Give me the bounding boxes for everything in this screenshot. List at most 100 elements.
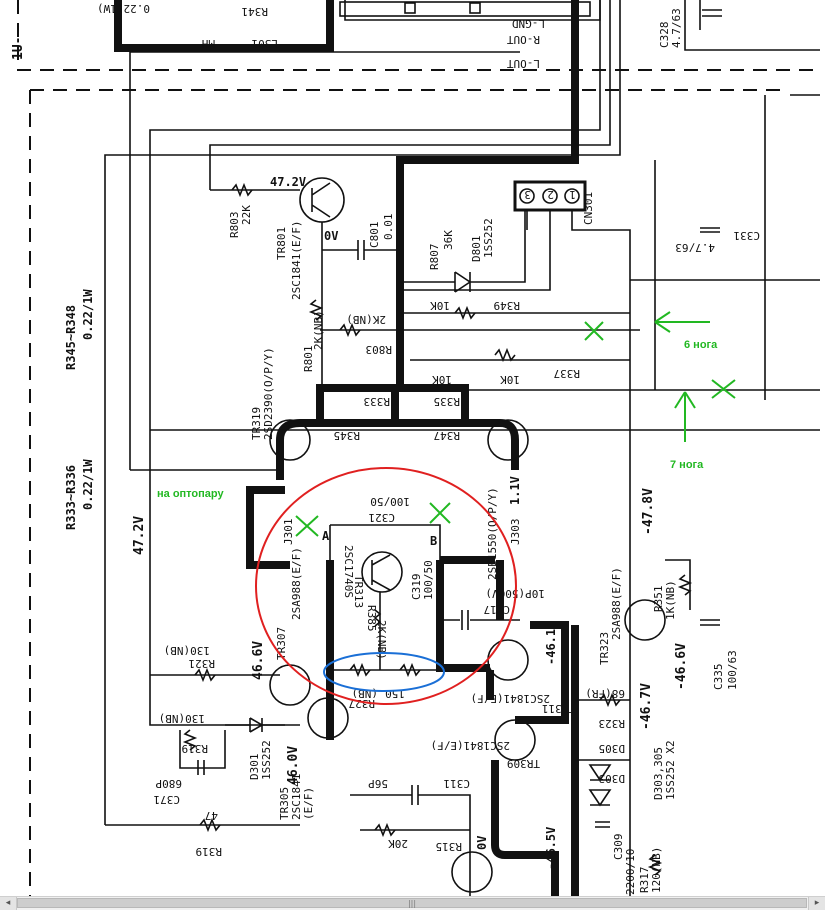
tr801-transistor — [299, 177, 345, 223]
module-outline: 1U- — [11, 0, 820, 896]
r803-value: 22K — [240, 205, 253, 225]
j301-label: J301 — [282, 519, 295, 546]
r385-label: R385 — [365, 605, 378, 632]
r317-label: R317 — [638, 867, 651, 894]
module-label: 1U- — [11, 37, 26, 60]
tr323-transistor — [624, 599, 666, 641]
top-section: 0.22(1W) R341 MH L301 L-GND R-OUT L-OUT … — [97, 0, 820, 825]
scrollbar-thumb[interactable]: ||| — [17, 898, 807, 908]
c331-value: 4.7/63 — [675, 241, 715, 254]
c309-value: 2200/10 — [624, 849, 637, 895]
c319-value: 100/50 — [422, 560, 435, 600]
input-zero-v: 0V — [475, 836, 489, 850]
c328-label: C328 — [658, 22, 671, 49]
output-section: R333 R335 R345 R347 TR319 2SD2390(O/P/Y)… — [130, 347, 820, 726]
r803-resistor — [231, 182, 253, 198]
horizontal-scrollbar[interactable]: ◂ ||| ▸ — [0, 896, 825, 910]
rail-voltage-left: 47.2V — [132, 516, 147, 555]
r807-label: R807 — [428, 244, 441, 271]
c309-label: C309 — [612, 834, 625, 861]
r335-label: R335 — [434, 395, 461, 408]
tr313-label: TR313 — [352, 575, 365, 608]
tr309-type: 2SC1841(E/F) — [431, 739, 510, 752]
tr323-voltage-b: -46.6V — [674, 643, 689, 690]
tr323-voltage-a: -46.7V — [639, 683, 654, 730]
l-out-label: L-OUT — [507, 57, 540, 70]
d303-label: D303 — [599, 772, 626, 785]
c331-label: C331 — [734, 229, 761, 242]
c371-value: 680P — [155, 777, 182, 790]
tr307-transistor — [269, 664, 311, 706]
regulator-section: R803 22K 47.2V TR801 2SC1841(E/F) 0V C80… — [210, 94, 820, 896]
scrollbar-grip-icon: ||| — [407, 899, 417, 908]
scroll-right-arrow-icon[interactable]: ▸ — [808, 897, 825, 910]
cn301-pin-2: 2 — [547, 188, 554, 201]
c311-label: C311 — [444, 777, 471, 790]
r347-label: R347 — [434, 429, 461, 442]
r803b-value: 2K(NB) — [346, 313, 386, 326]
annotation-optocoupler: на оптопару — [157, 488, 224, 500]
tr323-label: TR323 — [598, 632, 611, 665]
r807-value: 36K — [442, 230, 455, 250]
tr305-voltage: 46.0V — [286, 746, 301, 785]
cross-mark-c — [584, 321, 604, 341]
r345-label: R345 — [334, 429, 361, 442]
c801-label: C801 — [368, 222, 381, 249]
arrow-leg6 — [654, 311, 710, 333]
d-group-label: D303,305 — [652, 747, 665, 800]
cross-mark-d — [711, 379, 736, 399]
r801-resistor — [308, 299, 324, 321]
scroll-left-arrow-icon[interactable]: ◂ — [0, 897, 17, 910]
r341-label: R341 — [242, 5, 269, 18]
d301-label: D301 — [248, 754, 261, 781]
r323-value: 68(FR) — [585, 687, 625, 700]
tr313-type: 2SC1740S — [342, 545, 355, 598]
r10k-value: 10K — [432, 373, 452, 386]
c371-label: C371 — [154, 793, 181, 806]
user-annotations: на оптопару 6 нога 7 нога — [157, 311, 736, 705]
r315-value: 20K — [388, 837, 408, 850]
j303-label: J303 — [509, 519, 522, 546]
r323-label: R323 — [599, 717, 626, 730]
r341-value: 0.22(1W) — [97, 2, 150, 15]
r385-value: 2K(NB) — [375, 620, 388, 660]
d301-type: 1SS252 — [260, 740, 273, 780]
c328-value: 4.7/63 — [670, 8, 683, 48]
cross-mark-a — [295, 515, 319, 537]
tr305-label: TR305 — [278, 787, 291, 820]
d-group-type: 1SS252 X2 — [664, 740, 677, 800]
r349-label: R349 — [494, 299, 521, 312]
tr319-transistor — [269, 419, 311, 461]
green-marks — [295, 311, 736, 537]
negative-section: TR323 2SA988(E/F) R351 1K(NB) C335 100/6… — [575, 559, 739, 895]
c321-value: 100/50 — [370, 495, 410, 508]
tr307-type: 2SA988(E/F) — [290, 547, 303, 620]
c335-value: 100/63 — [726, 650, 739, 690]
rail-voltage-right: -47.8V — [641, 488, 656, 535]
l301-label: L301 — [252, 37, 279, 50]
point-b: B — [430, 534, 437, 548]
l-gnd-label: L-GND — [512, 17, 545, 30]
annotation-leg7: 7 нога — [670, 459, 704, 471]
c801-value: 0.01 — [382, 214, 395, 241]
c335-label: C335 — [712, 664, 725, 691]
cross-mark-b — [429, 502, 451, 524]
tr309-label: TR309 — [507, 757, 540, 770]
tr311-type: 2SC1841(E/F) — [471, 692, 550, 705]
c321-label: C321 — [369, 511, 396, 524]
r327-value: 150 — [385, 687, 405, 700]
res-group-b-rating: 0.22/1W — [81, 459, 95, 510]
r349-value: 10K — [430, 299, 450, 312]
r-out-label: R-OUT — [507, 33, 540, 46]
tr319-type: 2SD2390(O/P/Y) — [262, 347, 275, 440]
tr321-transistor — [487, 419, 529, 461]
tr305-type: 2SC1841 — [290, 774, 303, 820]
r333-label: R333 — [364, 395, 391, 408]
r315-label: R315 — [436, 840, 463, 853]
tr311-voltage: -46.1V — [544, 622, 558, 665]
j303-voltage: 1.1V — [508, 476, 522, 505]
r319-value: 130(NB) — [159, 712, 205, 725]
r351-value: 1K(NB) — [664, 580, 677, 620]
